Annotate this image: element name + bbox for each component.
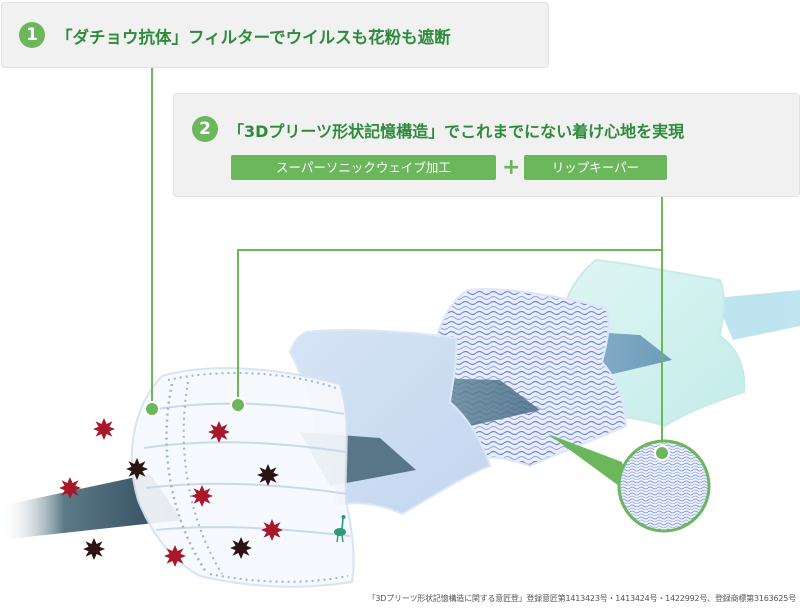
leader-dot-2 (230, 397, 246, 413)
leader-lines (151, 68, 663, 452)
ostrich-icon (334, 515, 346, 543)
plus-sign: + (502, 155, 521, 180)
air-flow-beam (715, 290, 800, 340)
magnifier-pointer (548, 434, 630, 494)
tag-supersonic-wave: スーパーソニックウェイブ加工 (231, 155, 496, 180)
feature-2-number-badge: 2 (192, 116, 218, 142)
feature-2-heading: 「3Dプリーツ形状記憶構造」でこれまでにない着け心地を実現 (228, 122, 685, 141)
feature-1-number-badge: 1 (19, 22, 45, 48)
magnifier-lens (617, 439, 711, 533)
footnote: 「3Dプリーツ形状記憶構造に関する意匠登」登録意匠第1413423号・14134… (367, 594, 797, 603)
tag-lip-keeper: リップキーパー (524, 155, 667, 180)
leader-dot-1 (144, 401, 160, 417)
mask-layer-1 (130, 367, 355, 588)
feature-1-callout (1, 2, 549, 68)
leader-dot-3 (654, 445, 670, 461)
feature-1-heading: 「ダチョウ抗体」フィルターでウイルスも花粉も遮断 (56, 28, 451, 47)
feature-2-callout (173, 93, 800, 197)
